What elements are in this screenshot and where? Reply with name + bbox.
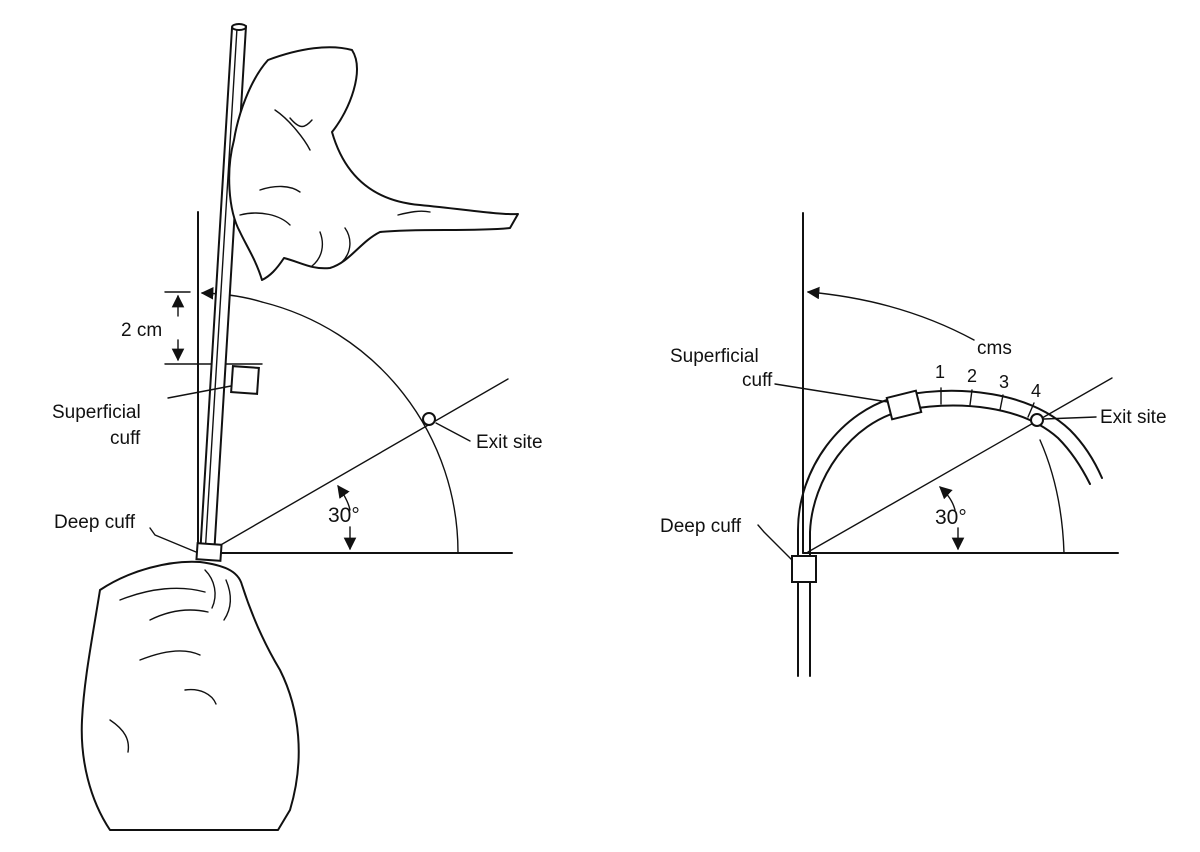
left-deep-cuff-leader <box>149 527 197 553</box>
right-angle-arrow-top <box>939 486 956 511</box>
left-superficial-cuff <box>230 365 260 395</box>
right-tick-label-1: 1 <box>935 362 945 382</box>
right-superficial-label-2: cuff <box>742 370 773 391</box>
left-exit-site-marker <box>422 412 436 426</box>
left-deep-cuff-label: Deep cuff <box>54 512 136 533</box>
right-exit-site-label: Exit site <box>1100 407 1167 428</box>
right-panel: Superficial cuff cms 1 2 3 4 Exit site 3… <box>660 212 1167 677</box>
left-superficial-label-2: cuff <box>110 428 141 449</box>
right-deep-cuff <box>791 555 817 583</box>
right-deep-cuff-label: Deep cuff <box>660 516 742 537</box>
left-superficial-leader <box>167 385 232 399</box>
right-tick-label-2: 2 <box>967 366 977 386</box>
left-exit-site-label: Exit site <box>476 432 543 453</box>
lower-hand-illustration <box>80 560 300 831</box>
right-catheter <box>797 389 1103 677</box>
left-30deg-line <box>211 378 509 551</box>
left-quarter-arc <box>261 301 459 554</box>
right-superficial-leader <box>774 383 889 403</box>
right-exit-site-leader <box>1043 416 1097 420</box>
upper-hand-illustration <box>228 46 519 281</box>
right-superficial-label-1: Superficial <box>670 346 759 367</box>
right-tick-label-4: 4 <box>1031 381 1041 401</box>
right-units-label: cms <box>977 338 1012 359</box>
right-tick-label-3: 3 <box>999 372 1009 392</box>
left-exit-site-leader <box>435 422 471 442</box>
left-catheter-rod <box>199 23 247 557</box>
right-superficial-cuff <box>885 389 923 421</box>
right-tick-marks <box>940 387 1035 418</box>
right-deep-cuff-leader <box>757 524 793 561</box>
left-distance-label: 2 cm <box>121 320 162 341</box>
left-angle-label: 30° <box>328 504 360 527</box>
left-panel: 2 cm Superficial cuff Exit site 30° Deep… <box>52 23 543 831</box>
left-angle-arrow-top <box>337 484 351 511</box>
right-lower-arc <box>1039 439 1065 554</box>
right-arc-arrow <box>806 286 975 341</box>
left-deep-cuff <box>195 542 223 562</box>
right-exit-site-marker <box>1030 413 1044 427</box>
left-arc-arrow <box>200 287 263 303</box>
right-30deg-line <box>807 377 1113 553</box>
right-angle-label: 30° <box>935 506 967 529</box>
left-superficial-label-1: Superficial <box>52 402 141 423</box>
